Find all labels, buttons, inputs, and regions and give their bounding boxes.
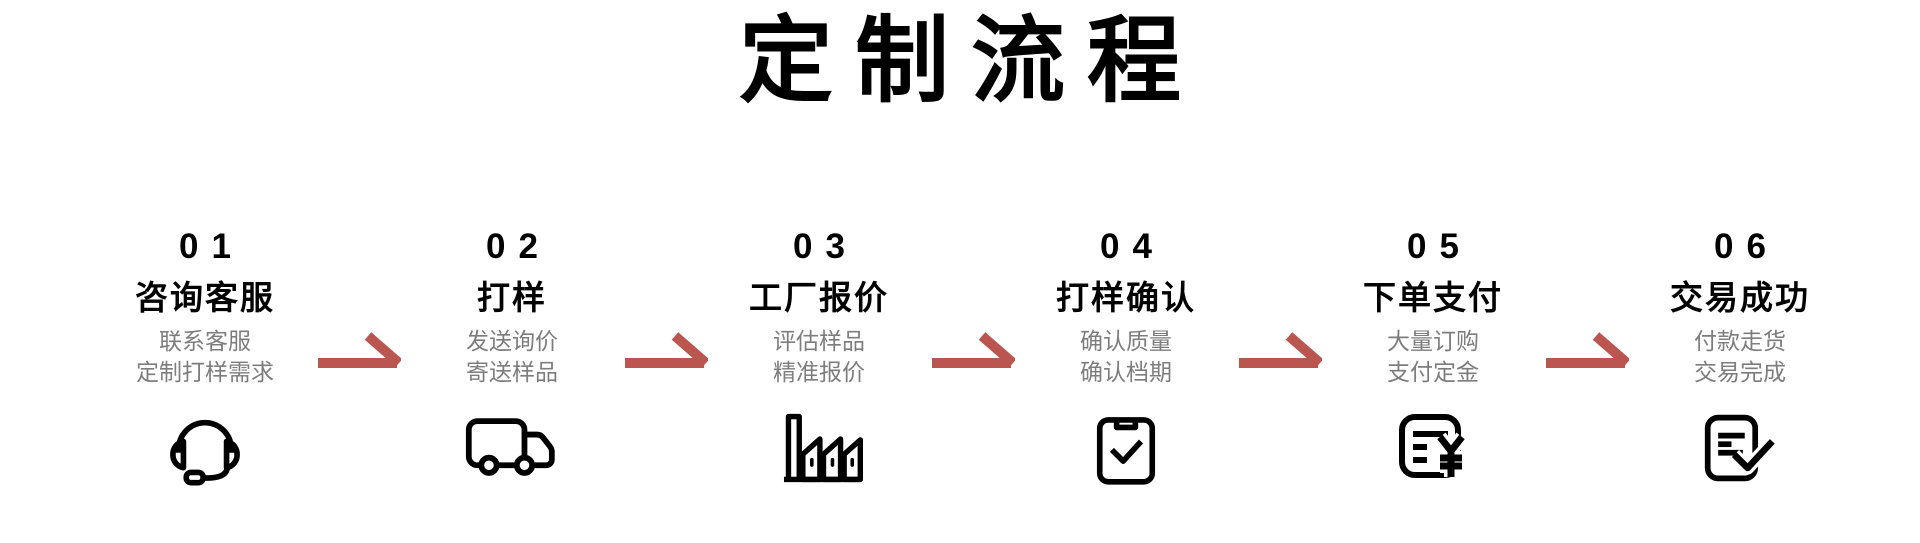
flow-arrow-icon xyxy=(1237,330,1322,370)
step-description-line: 评估样品 xyxy=(773,328,865,354)
headset-icon xyxy=(160,407,250,489)
flow-arrow-icon xyxy=(930,330,1015,370)
step-title: 工厂报价 xyxy=(749,279,889,316)
step-description: 评估样品 精准报价 xyxy=(773,326,865,388)
step-title: 咨询客服 xyxy=(135,279,275,316)
step-sampling: 02 打样 发送询价 寄送样品 xyxy=(402,228,622,489)
document-check-icon xyxy=(1702,407,1778,489)
step-description-line: 寄送样品 xyxy=(466,359,558,385)
flow-arrow-icon xyxy=(623,330,708,370)
step-title: 下单支付 xyxy=(1363,279,1503,316)
step-description-line: 定制打样需求 xyxy=(136,359,274,385)
step-title: 打样确认 xyxy=(1056,279,1196,316)
step-description-line: 交易完成 xyxy=(1694,359,1786,385)
truck-icon xyxy=(464,407,560,489)
step-number: 04 xyxy=(1100,227,1165,266)
clipboard-check-icon xyxy=(1096,407,1156,489)
step-description-line: 确认档期 xyxy=(1080,359,1172,385)
flow-arrow-icon xyxy=(1544,330,1629,370)
factory-icon xyxy=(775,407,863,489)
step-description: 发送询价 寄送样品 xyxy=(466,326,558,388)
page-title: 定制流程 xyxy=(738,8,1203,113)
step-title: 交易成功 xyxy=(1670,279,1810,316)
step-order-payment: 05 下单支付 大量订购 支付定金 xyxy=(1323,228,1543,489)
step-description: 大量订购 支付定金 xyxy=(1387,326,1479,388)
step-sample-confirm: 04 打样确认 确认质量 确认档期 xyxy=(1016,228,1236,489)
step-description-line: 发送询价 xyxy=(466,328,558,354)
flow-arrow-icon xyxy=(316,330,401,370)
invoice-yuan-icon xyxy=(1398,407,1468,489)
step-title: 打样 xyxy=(477,279,547,316)
step-description: 联系客服 定制打样需求 xyxy=(136,326,274,388)
step-number: 06 xyxy=(1714,227,1779,266)
step-description-line: 精准报价 xyxy=(773,359,865,385)
step-number: 03 xyxy=(793,227,858,266)
step-consult-service: 01 咨询客服 联系客服 定制打样需求 xyxy=(95,228,315,489)
step-description-line: 付款走货 xyxy=(1694,328,1786,354)
step-description-line: 支付定金 xyxy=(1387,359,1479,385)
step-description: 确认质量 确认档期 xyxy=(1080,326,1172,388)
step-number: 05 xyxy=(1407,227,1472,266)
step-description-line: 大量订购 xyxy=(1387,328,1479,354)
step-description-line: 确认质量 xyxy=(1080,328,1172,354)
step-description-line: 联系客服 xyxy=(159,328,251,354)
step-deal-success: 06 交易成功 付款走货 交易完成 xyxy=(1630,228,1850,489)
step-factory-quote: 03 工厂报价 评估样品 精准报价 xyxy=(709,228,929,489)
step-description: 付款走货 交易完成 xyxy=(1694,326,1786,388)
step-number: 01 xyxy=(179,227,244,266)
step-number: 02 xyxy=(486,227,551,266)
process-flow: 01 咨询客服 联系客服 定制打样需求 02 打样 发送询价 寄送样品 xyxy=(95,228,1850,489)
